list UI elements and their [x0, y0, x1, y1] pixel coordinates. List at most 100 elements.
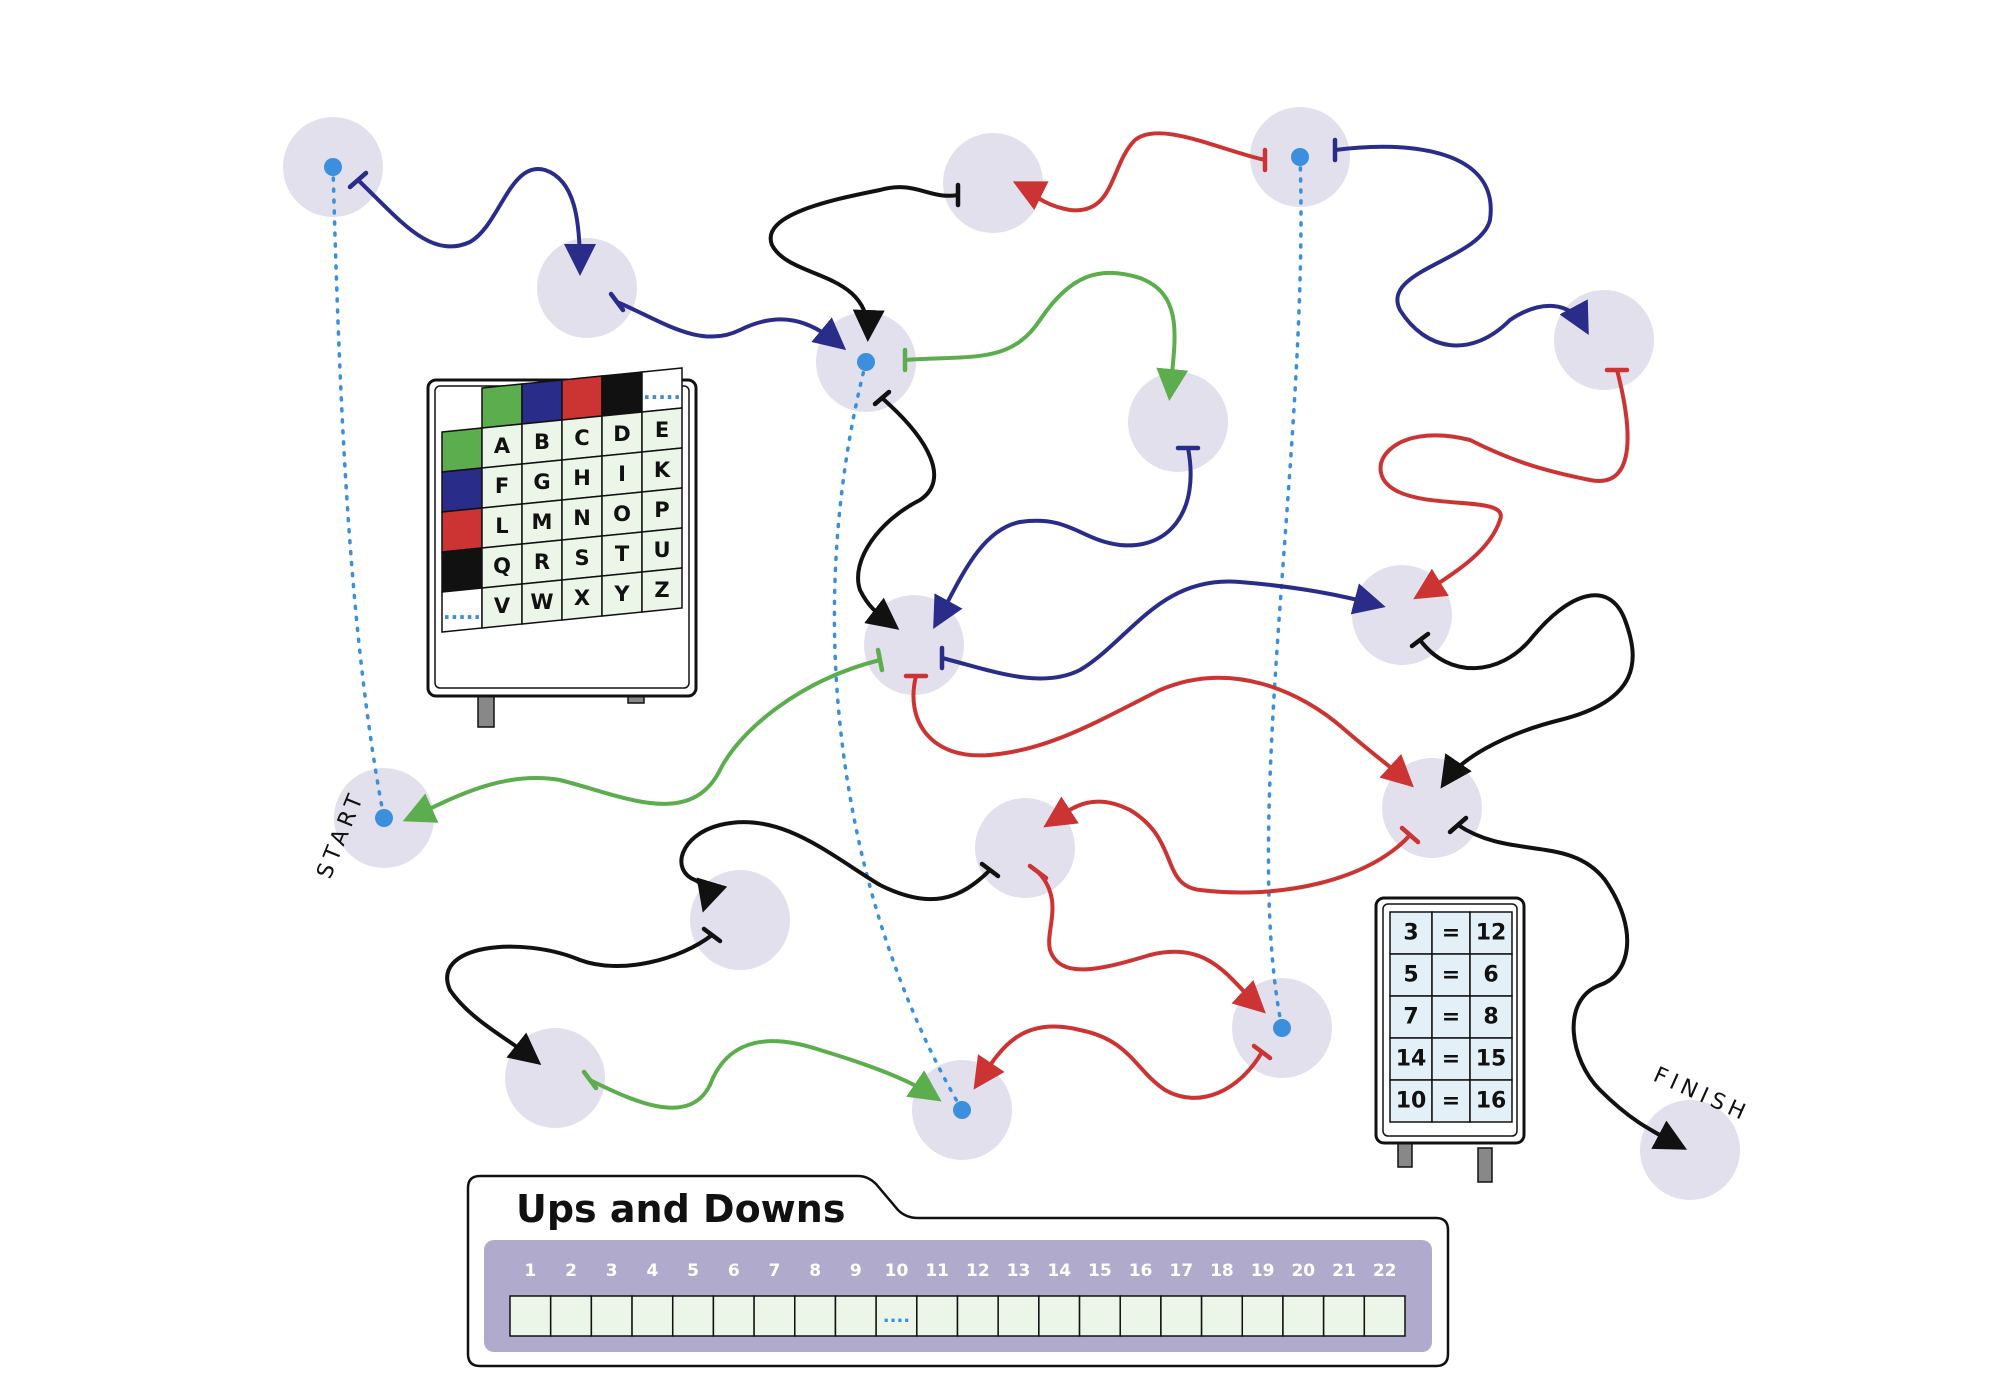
number-value: 14 — [1396, 1047, 1427, 1072]
slot-number: 15 — [1088, 1261, 1112, 1281]
answer-slot[interactable] — [794, 1295, 837, 1337]
maze-node[interactable] — [975, 798, 1075, 898]
key-letter: Q — [493, 554, 511, 578]
key-letter: S — [574, 546, 589, 570]
number-value: 10 — [1396, 1089, 1427, 1114]
row-color-green — [441, 427, 483, 473]
maze-node[interactable] — [1128, 372, 1228, 472]
number-cell — [1469, 1037, 1513, 1081]
slot-number: 7 — [769, 1261, 781, 1281]
answer-panel-title: Ups and Downs — [516, 1187, 845, 1231]
number-cell — [1431, 1037, 1471, 1081]
answer-slot[interactable] — [956, 1295, 999, 1337]
path-black — [856, 396, 937, 630]
number-value: 12 — [1476, 921, 1507, 946]
maze-node[interactable] — [1352, 565, 1452, 665]
slot-number: 1 — [524, 1261, 536, 1281]
key-letter: G — [533, 470, 550, 494]
column-color-green — [481, 383, 523, 429]
row-color-red — [441, 507, 483, 553]
equals-sign: = — [1442, 963, 1460, 988]
space-marker: .... — [883, 1306, 910, 1327]
key-letter: Z — [654, 578, 669, 602]
path-blue — [940, 579, 1386, 681]
number-cell — [1469, 1079, 1513, 1123]
number-value: 5 — [1403, 963, 1418, 988]
slot-number: 21 — [1332, 1261, 1356, 1281]
path-red — [1036, 870, 1266, 1014]
number-cell — [1431, 953, 1471, 997]
number-cell — [1389, 1079, 1433, 1123]
key-cell — [641, 567, 683, 613]
number-cell — [1389, 911, 1433, 955]
path-red — [1043, 796, 1412, 895]
key-letter: U — [653, 538, 670, 562]
slot-number: 22 — [1373, 1261, 1397, 1281]
path-red — [973, 1024, 1264, 1100]
key-letter: W — [530, 590, 553, 614]
row-color-blue — [441, 467, 483, 513]
key-letter: Y — [613, 582, 630, 606]
answer-slot[interactable] — [1078, 1295, 1121, 1337]
number-value: 6 — [1483, 963, 1498, 988]
number-cell — [1469, 953, 1513, 997]
key-letter: E — [655, 418, 669, 442]
answer-slot[interactable] — [671, 1295, 715, 1337]
maze-node[interactable] — [690, 870, 790, 970]
answer-slot[interactable] — [1119, 1295, 1162, 1337]
answer-slot[interactable] — [1038, 1295, 1081, 1337]
teleport-dot — [375, 809, 393, 827]
path-black — [1456, 823, 1688, 1150]
slot-number: 13 — [1007, 1261, 1031, 1281]
answer-slot[interactable] — [997, 1295, 1040, 1337]
number-cell — [1469, 995, 1513, 1039]
path-blue — [615, 300, 847, 351]
teleport-dot — [953, 1101, 971, 1119]
column-color-red — [561, 375, 603, 421]
answer-slot[interactable] — [834, 1295, 877, 1337]
teleport-dot — [324, 158, 342, 176]
slot-number: 2 — [565, 1261, 577, 1281]
path-black — [1418, 593, 1635, 789]
slot-number: 9 — [850, 1261, 862, 1281]
slot-number: 16 — [1129, 1261, 1153, 1281]
answer-slot[interactable] — [1200, 1295, 1244, 1337]
answer-slot[interactable] — [1241, 1295, 1284, 1337]
path-black — [445, 933, 714, 1065]
number-value: 15 — [1476, 1047, 1507, 1072]
path-black — [679, 820, 992, 913]
maze-node[interactable] — [537, 238, 637, 338]
slot-number: 20 — [1291, 1261, 1315, 1281]
answer-slot[interactable] — [1160, 1295, 1203, 1337]
slot-number: 11 — [925, 1261, 949, 1281]
key-letter: O — [613, 502, 631, 526]
answer-slot[interactable] — [509, 1295, 552, 1337]
number-cell — [1431, 1079, 1471, 1123]
path-black — [768, 185, 960, 342]
answer-slot[interactable] — [712, 1295, 755, 1337]
slot-number: 19 — [1251, 1261, 1275, 1281]
answer-slot[interactable] — [1282, 1295, 1325, 1337]
answer-slot[interactable] — [631, 1295, 674, 1337]
slot-number: 5 — [687, 1261, 699, 1281]
key-letter: B — [534, 430, 550, 454]
answer-slot[interactable] — [753, 1295, 796, 1337]
number-value: 8 — [1483, 1005, 1498, 1030]
answer-slot[interactable] — [590, 1295, 633, 1337]
key-letter: C — [574, 426, 589, 450]
number-value: 7 — [1403, 1005, 1418, 1030]
key-letter: T — [615, 542, 630, 566]
answer-slot[interactable] — [1363, 1295, 1406, 1337]
answer-slot[interactable] — [1322, 1295, 1366, 1337]
number-value: 3 — [1403, 921, 1418, 946]
teleport-links — [331, 155, 1303, 1112]
path-red — [1378, 368, 1630, 600]
maze-node[interactable] — [1554, 290, 1654, 390]
answer-slot[interactable] — [916, 1295, 959, 1337]
answer-slot[interactable] — [549, 1295, 593, 1337]
